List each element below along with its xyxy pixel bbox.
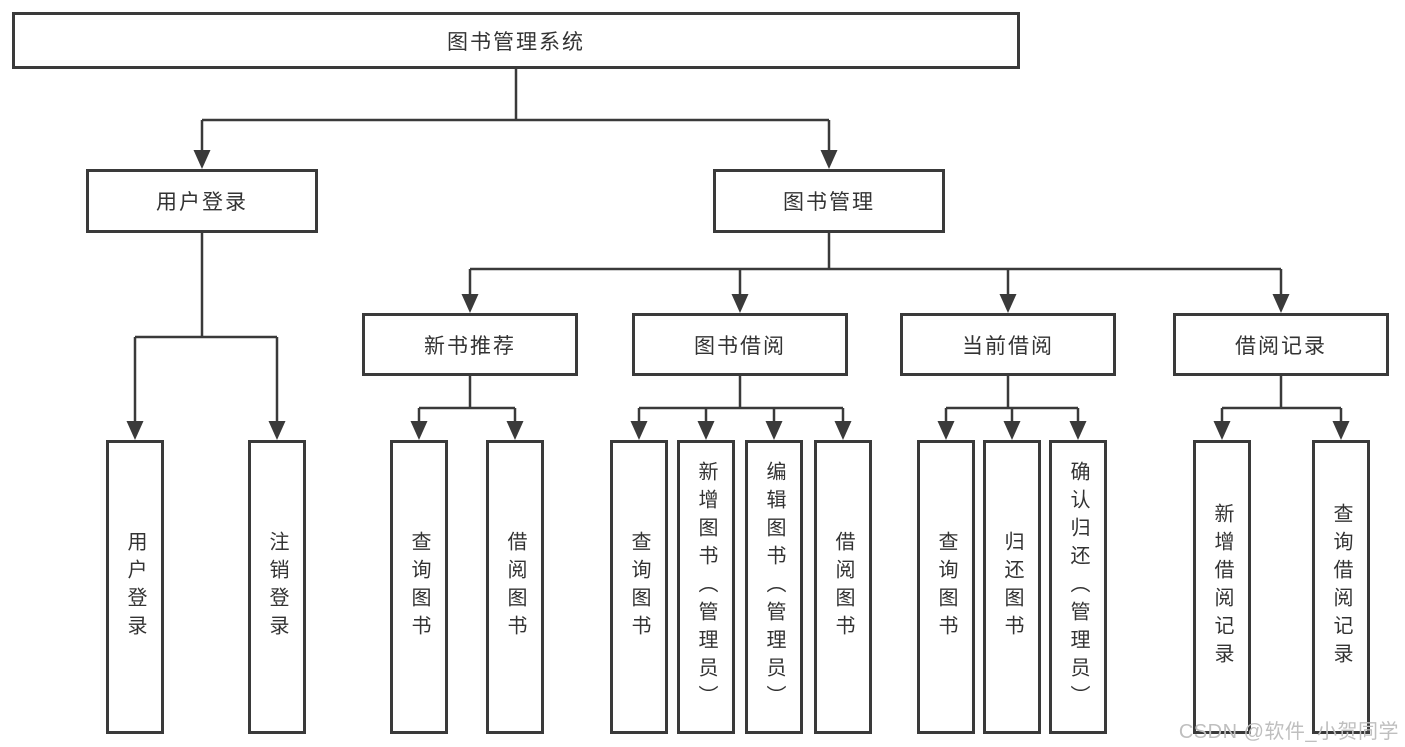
leaf-user-login-label: 用户登录 (124, 531, 146, 643)
leaf-bb-query-books-label: 查询图书 (628, 531, 650, 643)
node-book-management-label: 图书管理 (783, 191, 875, 214)
edge-root-to-level2 (193, 69, 838, 169)
node-system-root-label: 图书管理系统 (447, 30, 585, 54)
leaf-bb-add-books-admin-label: 新增图书（管理员） (695, 461, 717, 713)
node-current-borrow-label: 当前借阅 (962, 334, 1054, 358)
node-current-borrow: 当前借阅 (900, 313, 1116, 376)
leaf-cb-query-books-label: 查询图书 (935, 531, 957, 643)
node-book-borrow-label: 图书借阅 (694, 334, 786, 358)
node-book-borrow: 图书借阅 (632, 313, 848, 376)
node-new-book-recommend: 新书推荐 (362, 313, 578, 376)
edge-management-to-sections (461, 233, 1290, 313)
node-system-root: 图书管理系统 (12, 12, 1020, 69)
leaf-cb-query-books: 查询图书 (917, 440, 975, 734)
node-user-login-label: 用户登录 (156, 191, 248, 214)
node-borrow-records-label: 借阅记录 (1235, 334, 1327, 358)
leaf-bb-query-books: 查询图书 (610, 440, 668, 734)
node-user-login: 用户登录 (86, 169, 318, 233)
leaf-user-login: 用户登录 (106, 440, 164, 734)
leaf-cb-confirm-return-admin-label: 确认归还（管理员） (1067, 461, 1089, 713)
leaf-cb-return-books: 归还图书 (983, 440, 1041, 734)
node-new-book-recommend-label: 新书推荐 (424, 334, 516, 358)
leaf-cb-confirm-return-admin: 确认归还（管理员） (1049, 440, 1107, 734)
leaf-br-add-record-label: 新增借阅记录 (1211, 503, 1233, 671)
leaf-bb-edit-books-admin: 编辑图书（管理员） (745, 440, 803, 734)
leaf-nb-query-books-label: 查询图书 (408, 531, 430, 643)
leaf-nb-borrow-books: 借阅图书 (486, 440, 544, 734)
leaf-br-query-record-label: 查询借阅记录 (1330, 503, 1352, 671)
watermark-text: CSDN @软件_小贺同学 (1178, 721, 1399, 743)
leaf-nb-query-books: 查询图书 (390, 440, 448, 734)
edge-login-to-leaves (126, 233, 286, 440)
leaf-bb-add-books-admin: 新增图书（管理员） (677, 440, 735, 734)
node-book-management: 图书管理 (713, 169, 945, 233)
leaf-nb-borrow-books-label: 借阅图书 (504, 531, 526, 643)
leaf-bb-edit-books-admin-label: 编辑图书（管理员） (763, 461, 785, 713)
leaf-bb-borrow-books-label: 借阅图书 (832, 531, 854, 643)
leaf-bb-borrow-books: 借阅图书 (814, 440, 872, 734)
node-borrow-records: 借阅记录 (1173, 313, 1389, 376)
edge-sections-to-leaves (410, 376, 1350, 440)
leaf-logout-label: 注销登录 (266, 531, 288, 643)
leaf-br-add-record: 新增借阅记录 (1193, 440, 1251, 734)
leaf-br-query-record: 查询借阅记录 (1312, 440, 1370, 734)
leaf-logout: 注销登录 (248, 440, 306, 734)
leaf-cb-return-books-label: 归还图书 (1001, 531, 1023, 643)
